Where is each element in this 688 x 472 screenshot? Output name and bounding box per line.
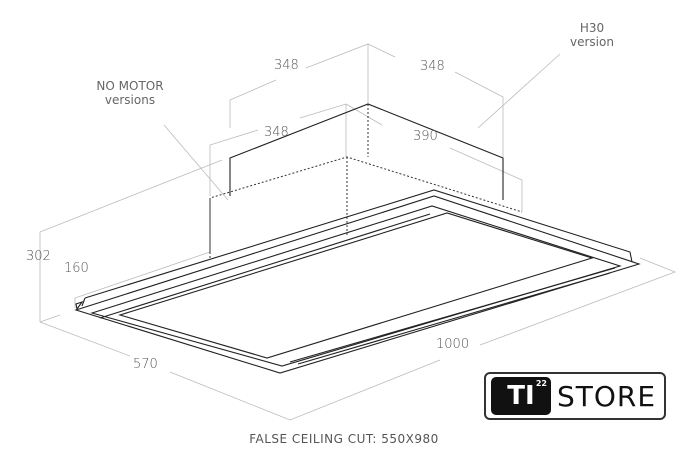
note-h30-2: version <box>570 35 614 49</box>
dim-body-height: 160 <box>64 261 89 276</box>
logo-mark: TI 22 <box>491 377 551 415</box>
dim-total-height: 302 <box>26 249 51 264</box>
ti22-store-logo: TI 22 STORE <box>484 372 666 420</box>
dim-mid-right: 390 <box>413 129 438 144</box>
chimney-no-motor <box>209 156 523 260</box>
dim-top-left: 348 <box>274 58 299 73</box>
logo-superscript: 22 <box>535 379 547 388</box>
dim-mid-left: 348 <box>264 125 289 140</box>
note-no-motor-1: NO MOTOR <box>96 79 163 93</box>
dimension-lines <box>39 43 677 421</box>
false-ceiling-cut-caption: FALSE CEILING CUT: 550X980 <box>249 432 439 446</box>
dim-depth: 570 <box>133 357 158 372</box>
note-no-motor-2: versions <box>105 93 155 107</box>
chimney-h30 <box>229 103 504 200</box>
dim-top-right: 348 <box>420 59 445 74</box>
dim-length: 1000 <box>436 337 469 352</box>
hood-body <box>74 189 641 374</box>
note-h30-1: H30 <box>580 21 604 35</box>
logo-word: STORE <box>557 379 657 413</box>
logo-mark-text: TI <box>507 381 535 411</box>
